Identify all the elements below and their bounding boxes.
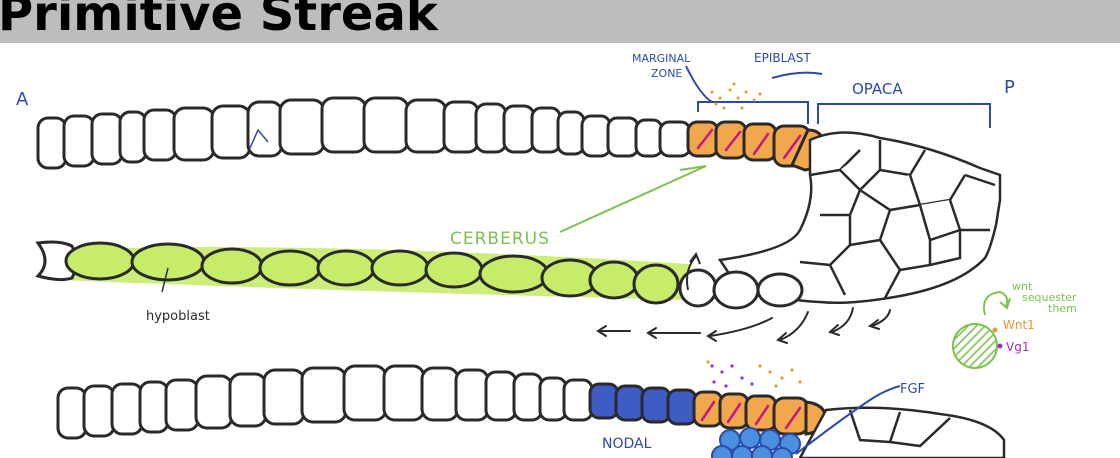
marginal-dots (710, 82, 762, 110)
label-vg1: Vg1 (1006, 340, 1029, 354)
hypoblast-row (35, 240, 804, 310)
label-anterior: A (16, 89, 29, 110)
label-wnt-note-2: sequester (1022, 291, 1077, 304)
label-posterior: P (1004, 77, 1015, 98)
cerberus-pointer (559, 165, 707, 233)
title-bar: Primitive Streak (0, 0, 1120, 43)
epiblast-row-bottom (56, 364, 828, 440)
page-title: Primitive Streak (0, 0, 438, 42)
label-hypoblast: hypoblast (146, 309, 210, 324)
label-wnt1: Wnt1 (1003, 318, 1035, 332)
label-wnt-note-3: them (1048, 302, 1077, 315)
label-epiblast: EPIBLAST (754, 51, 811, 65)
epiblast-row-top (36, 96, 826, 172)
posterior-cell-mass-top (717, 131, 1002, 304)
label-opaca: OPACA (852, 80, 903, 98)
upper-annotation-brackets (685, 65, 991, 128)
label-wnt-note-1: wnt (1012, 280, 1033, 293)
migration-arrows (596, 307, 891, 344)
label-marginal-zone-2: ZONE (651, 67, 682, 80)
posterior-cell-mass-bottom (798, 406, 1006, 458)
label-fgf: FGF (900, 382, 925, 397)
fgf-cell-cluster (711, 427, 801, 458)
wnt-cell (952, 290, 1011, 369)
label-marginal-zone-1: MARGINAL (632, 52, 691, 65)
signal-dots (706, 360, 802, 388)
label-cerberus: CERBERUS (450, 229, 550, 249)
label-nodal: NODAL (602, 436, 652, 452)
